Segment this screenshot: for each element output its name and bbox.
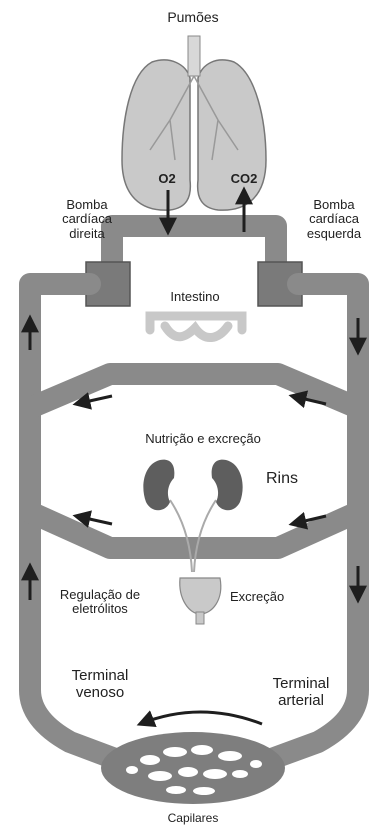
electrolyte-label: Regulação de eletrólitos	[54, 588, 146, 617]
intestine	[150, 316, 242, 338]
lungs-label: Pumões	[148, 10, 238, 25]
capillary-bed	[101, 732, 285, 804]
bladder	[180, 578, 221, 614]
o2-label: O2	[150, 172, 184, 186]
kidney-arrow-left	[76, 516, 112, 524]
intestine-label: Intestino	[146, 290, 244, 304]
right-pump-label: Bomba cardíaca direita	[46, 198, 128, 241]
flow-arrows	[30, 190, 358, 724]
left-pump-label: Bomba cardíaca esquerda	[288, 198, 380, 241]
co2-label: CO2	[222, 172, 266, 186]
venous-terminal-label: Terminal venoso	[60, 668, 140, 701]
capillary-flow-arrow	[140, 712, 262, 724]
arterial-terminal-label: Terminal arterial	[258, 676, 344, 709]
excretion-label: Excreção	[230, 590, 330, 604]
capillaries-label: Capilares	[148, 812, 238, 825]
nutrition-label: Nutrição e excreção	[118, 432, 288, 446]
kidneys-label: Rins	[266, 470, 326, 488]
